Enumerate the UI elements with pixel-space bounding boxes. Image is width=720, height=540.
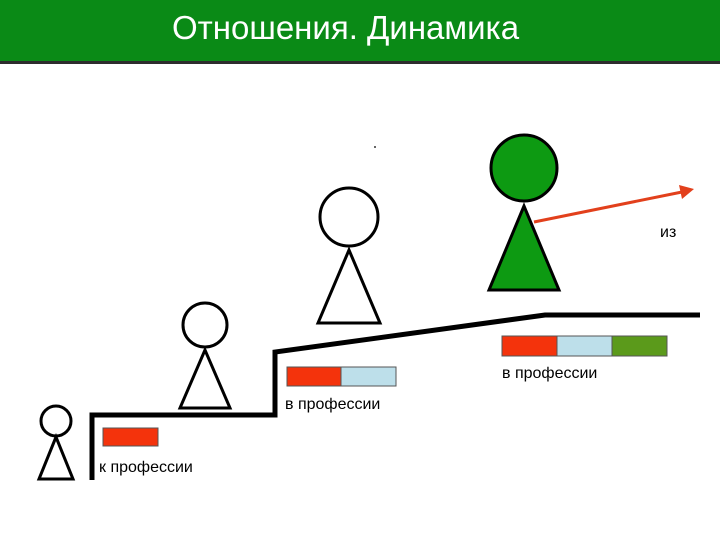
- staircase-line: [89, 312, 700, 480]
- bar-group-2: [286, 366, 397, 387]
- figure-4-green-stick-figure-icon: [486, 133, 562, 292]
- bar-light-blue: [556, 335, 613, 357]
- bar-group-3: [501, 335, 668, 357]
- step-3-label: в профессии: [502, 365, 598, 382]
- slide-title: Отношения. Динамика: [172, 9, 520, 46]
- step-1-label: к профессии: [99, 459, 193, 476]
- bar-red: [102, 427, 159, 447]
- figure-3-stick-figure-icon: [315, 186, 383, 325]
- exit-arrow-right-icon: [533, 185, 694, 224]
- bar-light-blue: [340, 366, 397, 387]
- title-bar: Отношения. Динамика: [0, 0, 720, 64]
- step-2-label: в профессии: [285, 396, 381, 413]
- bar-red: [501, 335, 558, 357]
- figure-2-stick-figure-icon: [177, 301, 233, 410]
- exit-label: из: [660, 224, 677, 241]
- figure-1-stick-figure-icon: [36, 404, 76, 481]
- bar-olive-green: [611, 335, 668, 357]
- stray-dot: [374, 146, 376, 148]
- bar-group-1: [102, 427, 159, 447]
- bar-red: [286, 366, 342, 387]
